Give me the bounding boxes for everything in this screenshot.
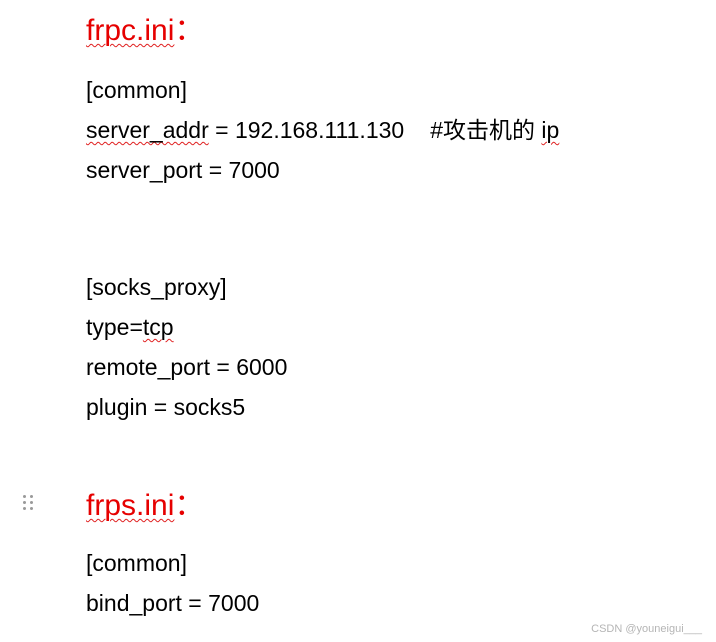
frpc-heading: frpc.ini：: [86, 12, 204, 50]
frps-filename: frps.ini: [86, 489, 175, 522]
type-value: tcp: [142, 314, 174, 340]
frps-common-section: [common]: [86, 550, 187, 576]
server-addr-comment: #攻击机的: [430, 117, 542, 143]
frpc-server-addr-line: server_addr = 192.168.111.130 #攻击机的 ip: [86, 115, 559, 145]
frpc-type-line: type=tcp: [86, 312, 174, 342]
frpc-filename: frpc.ini: [86, 14, 175, 47]
frpc-common-section: [common]: [86, 77, 187, 103]
frpc-server-port-line: server_port = 7000: [86, 157, 280, 183]
frps-bind-port-line: bind_port = 7000: [86, 590, 260, 616]
frpc-heading-colon: ：: [174, 14, 205, 47]
frps-heading: frps.ini：: [86, 487, 204, 525]
block-drag-handle-icon[interactable]: [23, 495, 35, 511]
frps-heading-colon: ：: [174, 489, 205, 522]
server-addr-comment-ip: ip: [541, 117, 560, 143]
frpc-socks-proxy-section: [socks_proxy]: [86, 274, 227, 300]
server-addr-key: server_addr: [86, 117, 209, 143]
csdn-watermark: CSDN @youneigui___: [591, 623, 702, 635]
type-key: type=: [86, 314, 143, 340]
server-addr-value: = 192.168.111.130: [208, 117, 405, 143]
frpc-plugin-line: plugin = socks5: [86, 394, 246, 420]
frpc-remote-port-line: remote_port = 6000: [86, 354, 288, 380]
